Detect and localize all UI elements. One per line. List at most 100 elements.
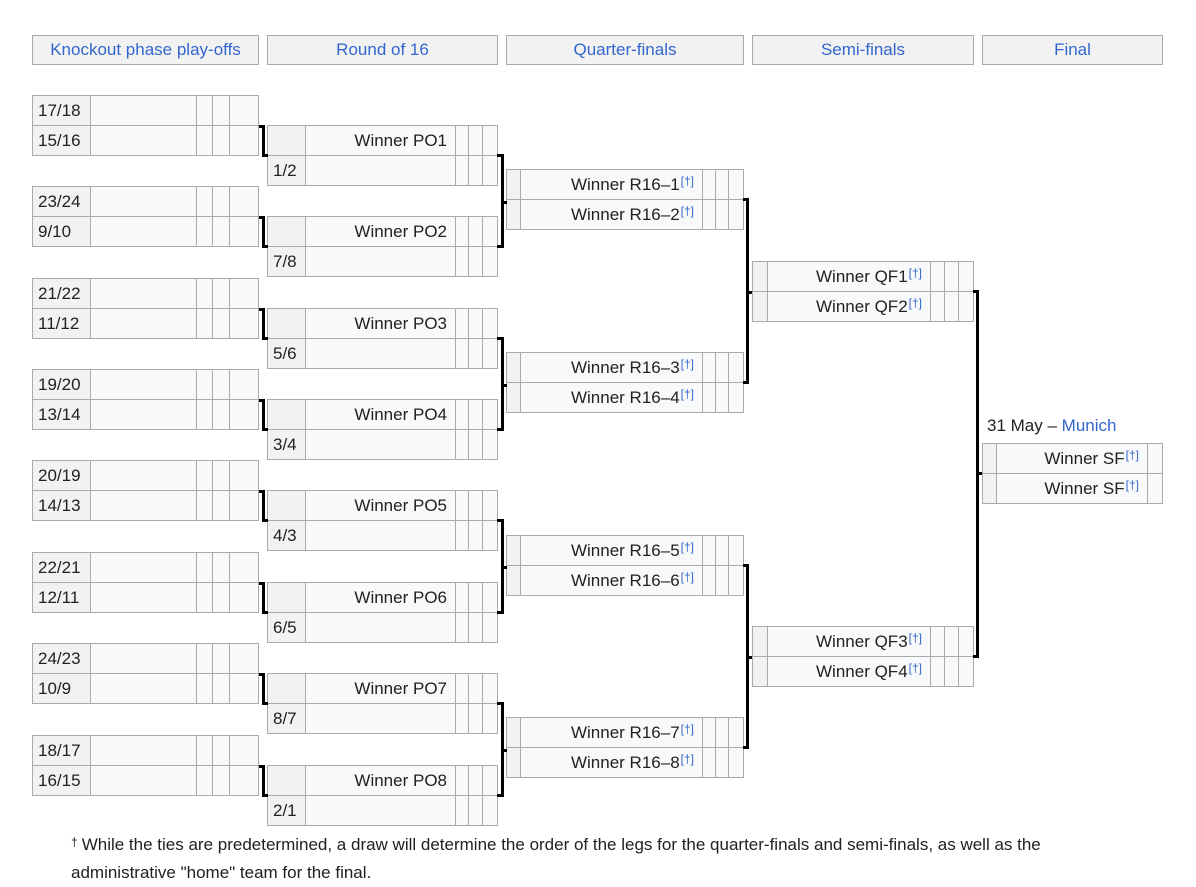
score-cell [482, 338, 498, 369]
final-venue-link[interactable]: Munich [1061, 416, 1117, 435]
score-cell [196, 369, 213, 400]
connector-line [746, 198, 749, 384]
connector-line [497, 154, 504, 157]
seed-cell [982, 473, 997, 504]
connector-line [497, 245, 504, 248]
score-cell [455, 429, 469, 460]
score-cell [212, 186, 230, 217]
score-cell [212, 643, 230, 674]
connector-line [262, 582, 265, 614]
connector-line [497, 794, 504, 797]
score-cell [455, 490, 469, 521]
score-cell [455, 612, 469, 643]
score-cell [468, 765, 483, 796]
score-cell [958, 656, 974, 687]
connector-line [503, 566, 507, 569]
header-quarter-finals[interactable]: Quarter-finals [506, 35, 744, 65]
seed-cell: 14/13 [32, 490, 91, 521]
score-cell [212, 308, 230, 339]
team-cell: Winner PO4 [305, 399, 456, 430]
seed-cell [506, 565, 521, 596]
score-cell [196, 643, 213, 674]
score-cell [229, 186, 259, 217]
connector-line [748, 656, 752, 659]
header-final[interactable]: Final [982, 35, 1163, 65]
team-cell [305, 703, 456, 734]
score-cell [715, 382, 729, 413]
score-cell [196, 582, 213, 613]
score-cell [196, 125, 213, 156]
score-cell [958, 291, 974, 322]
score-cell [482, 765, 498, 796]
score-cell [212, 460, 230, 491]
score-cell [702, 352, 716, 383]
team-cell: Winner PO3 [305, 308, 456, 339]
footnote-ref-link[interactable]: [†] [908, 631, 922, 645]
footnote-ref-link[interactable]: [†] [680, 357, 694, 371]
connector-line [501, 519, 504, 614]
team-cell: Winner PO5 [305, 490, 456, 521]
seed-cell [267, 125, 306, 156]
score-cell [468, 703, 483, 734]
footnote-ref-link[interactable]: [†] [908, 296, 922, 310]
seed-cell: 8/7 [267, 703, 306, 734]
team-name: Winner QF4 [816, 662, 908, 681]
score-cell [196, 765, 213, 796]
score-cell [229, 582, 259, 613]
footnote-ref-link[interactable]: [†] [680, 752, 694, 766]
seed-cell: 10/9 [32, 673, 91, 704]
footnote-ref-link[interactable]: [†] [908, 266, 922, 280]
footnote-ref-link[interactable]: [†] [680, 174, 694, 188]
score-cell [455, 399, 469, 430]
team-cell [305, 338, 456, 369]
score-cell [468, 429, 483, 460]
header-semi-finals[interactable]: Semi-finals [752, 35, 974, 65]
team-cell: Winner PO2 [305, 216, 456, 247]
connector-line [262, 673, 265, 705]
score-cell [482, 490, 498, 521]
seed-cell: 5/6 [267, 338, 306, 369]
score-cell [455, 703, 469, 734]
score-cell [455, 765, 469, 796]
score-cell [229, 95, 259, 126]
score-cell [468, 125, 483, 156]
footnote-ref-link[interactable]: [†] [1125, 478, 1139, 492]
connector-line [501, 702, 504, 797]
connector-line [497, 702, 504, 705]
seed-cell: 20/19 [32, 460, 91, 491]
score-cell [482, 673, 498, 704]
score-cell [455, 582, 469, 613]
score-cell [196, 186, 213, 217]
header-playoffs[interactable]: Knockout phase play-offs [32, 35, 259, 65]
footnote-ref-link[interactable]: [†] [680, 540, 694, 554]
score-cell [944, 261, 959, 292]
seed-cell: 2/1 [267, 795, 306, 826]
team-name: Winner R16–8 [570, 753, 680, 772]
footnote-ref-link[interactable]: [†] [908, 661, 922, 675]
header-round-of-16[interactable]: Round of 16 [267, 35, 498, 65]
team-cell [90, 369, 197, 400]
score-cell [482, 125, 498, 156]
seed-cell: 9/10 [32, 216, 91, 247]
seed-cell: 6/5 [267, 612, 306, 643]
score-cell [212, 369, 230, 400]
connector-line [262, 794, 268, 797]
footnote-ref-link[interactable]: [†] [1125, 448, 1139, 462]
footnote-ref-link[interactable]: [†] [680, 204, 694, 218]
score-cell [229, 735, 259, 766]
score-cell [1147, 443, 1163, 474]
connector-line [262, 216, 265, 248]
footnote-ref-link[interactable]: [†] [680, 570, 694, 584]
connector-line [743, 381, 749, 384]
score-cell [482, 520, 498, 551]
team-cell: Winner R16–3[†] [520, 352, 703, 383]
seed-cell: 4/3 [267, 520, 306, 551]
score-cell [468, 155, 483, 186]
footnote-ref-link[interactable]: [†] [680, 722, 694, 736]
seed-cell: 21/22 [32, 278, 91, 309]
team-cell [90, 216, 197, 247]
score-cell [482, 155, 498, 186]
score-cell [212, 673, 230, 704]
footnote-ref-link[interactable]: [†] [680, 387, 694, 401]
connector-line [262, 611, 268, 614]
